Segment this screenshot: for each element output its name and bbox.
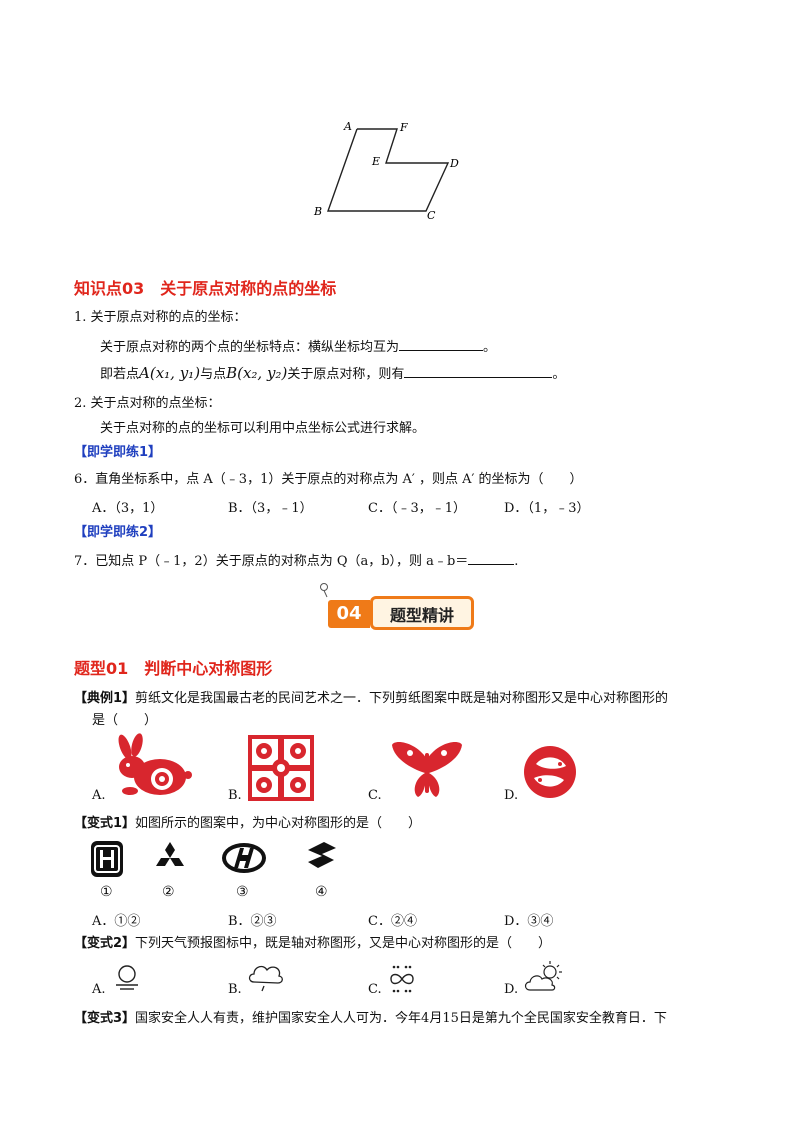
variant-3-tag: 【变式3】 xyxy=(74,1011,136,1026)
hexagon-figure: A F E D B C xyxy=(313,120,459,222)
ex1-option-c[interactable]: C. xyxy=(368,788,382,803)
item-2-line-1: 关于点对称的点的坐标可以利用中点坐标公式进行求解。 xyxy=(100,421,426,436)
variant-1-line: 【变式1】如图所示的图案中，为中心对称图形的是（ ） xyxy=(74,815,421,833)
q6-option-d[interactable]: D．（1，﹣3） xyxy=(504,501,590,516)
label-a: A xyxy=(343,120,352,133)
q6-option-b[interactable]: B．（3，﹣1） xyxy=(228,501,313,516)
flower-square-papercut-image[interactable] xyxy=(248,735,314,801)
variant-2-text: 下列天气预报图标中，既是轴对称图形，又是中心对称图形的是（ ） xyxy=(135,936,552,951)
v1-option-a[interactable]: A．①② xyxy=(92,914,141,929)
infinity-weather-icon[interactable] xyxy=(386,964,418,994)
banner-number: 04 xyxy=(328,600,370,628)
v1-mark-1: ① xyxy=(100,884,113,900)
variant-2-line: 【变式2】下列天气预报图标中，既是轴对称图形，又是中心对称图形的是（ ） xyxy=(74,935,551,953)
item-1-line-1-text: 关于原点对称的两个点的坐标特点：横纵坐标均互为 xyxy=(100,340,400,355)
example-1-line-2: 是（ ） xyxy=(92,713,158,728)
type-01-heading: 题型01 判断中心对称图形 xyxy=(74,659,273,678)
banner-title: 题型精讲 xyxy=(370,596,474,630)
example-1-text: 剪纸文化是我国最古老的民间艺术之一．下列剪纸图案中既是轴对称图形又是中心对称图形… xyxy=(135,691,669,706)
v1-option-c[interactable]: C．②④ xyxy=(368,914,417,929)
q6-option-a[interactable]: A．（3，1） xyxy=(92,501,164,516)
point-b-coords: B(x₂, y₂) xyxy=(226,364,288,382)
label-c: C xyxy=(427,209,436,222)
label-f: F xyxy=(399,121,408,134)
variant-1-tag: 【变式1】 xyxy=(74,816,136,831)
ex1-option-a[interactable]: A. xyxy=(92,788,106,803)
label-b: B xyxy=(313,205,322,218)
variant-3-text: 国家安全人人有责，维护国家安全人人可为．今年4月15日是第九个全民国家安全教育日… xyxy=(135,1011,667,1026)
item-1-line-2-end: 。 xyxy=(552,367,566,382)
item-1-title: 1. 关于原点对称的点的坐标： xyxy=(74,310,247,325)
v1-option-d[interactable]: D．③④ xyxy=(504,914,554,929)
practice-tag-2: 【即学即练2】 xyxy=(74,525,162,540)
question-6: 6．直角坐标系中，点 A（﹣3，1）关于原点的对称点为 A′ ，则点 A′ 的坐… xyxy=(74,472,583,487)
item-1-line-2: 即若点A(x₁, y₁)与点B(x₂, y₂)关于原点对称，则有 。 xyxy=(100,364,565,384)
v1-mark-2: ② xyxy=(162,884,175,900)
honda-logo-icon[interactable] xyxy=(90,840,124,878)
item-1-line-2-pre: 即若点 xyxy=(100,367,140,382)
rabbit-papercut-image[interactable] xyxy=(110,733,192,799)
question-7-end: . xyxy=(514,554,519,569)
suzuki-logo-icon[interactable] xyxy=(304,840,340,876)
item-1-line-2-post: 关于原点对称，则有 xyxy=(287,367,405,382)
mitsubishi-logo-icon[interactable] xyxy=(152,840,188,876)
answer-blank-2[interactable] xyxy=(404,365,553,378)
sun-cloud-weather-icon[interactable] xyxy=(524,960,564,994)
v2-option-d[interactable]: D. xyxy=(504,982,519,997)
item-1-line-1: 关于原点对称的两个点的坐标特点：横纵坐标均互为 。 xyxy=(100,338,496,357)
variant-3-line: 【变式3】国家安全人人有责，维护国家安全人人可为．今年4月15日是第九个全民国家… xyxy=(74,1010,667,1028)
hyundai-logo-icon[interactable] xyxy=(220,840,268,876)
q6-option-c[interactable]: C．（﹣3，﹣1） xyxy=(368,501,466,516)
v1-mark-4: ④ xyxy=(315,884,328,900)
v2-option-a[interactable]: A. xyxy=(92,982,106,997)
cloud-rain-weather-icon[interactable] xyxy=(246,960,286,992)
section-heading-03: 知识点03 关于原点对称的点的坐标 xyxy=(74,279,337,298)
variant-2-tag: 【变式2】 xyxy=(74,936,136,951)
answer-blank-1[interactable] xyxy=(399,338,484,351)
label-e: E xyxy=(371,155,380,168)
v2-option-b[interactable]: B. xyxy=(228,982,242,997)
v2-option-c[interactable]: C. xyxy=(368,982,382,997)
example-1-line-1: 【典例1】剪纸文化是我国最古老的民间艺术之一．下列剪纸图案中既是轴对称图形又是中… xyxy=(74,690,668,708)
question-7-text: 7．已知点 P（﹣1，2）关于原点的对称点为 Q（a，b），则 a﹣b＝ xyxy=(74,554,469,569)
label-d: D xyxy=(449,157,459,170)
fish-circle-papercut-image[interactable] xyxy=(522,744,578,800)
practice-tag-1: 【即学即练1】 xyxy=(74,445,162,460)
v1-mark-3: ③ xyxy=(236,884,249,900)
ex1-option-d[interactable]: D. xyxy=(504,788,519,803)
sun-horizon-weather-icon[interactable] xyxy=(112,962,142,992)
item-1-line-1-end: 。 xyxy=(483,340,497,355)
point-a-coords: A(x₁, y₁) xyxy=(139,364,201,382)
answer-blank-q7[interactable] xyxy=(468,552,515,565)
butterfly-papercut-image[interactable] xyxy=(390,739,464,801)
variant-1-text: 如图所示的图案中，为中心对称图形的是（ ） xyxy=(135,816,422,831)
ex1-option-b[interactable]: B. xyxy=(228,788,242,803)
v1-option-b[interactable]: B．②③ xyxy=(228,914,277,929)
item-1-line-2-mid: 与点 xyxy=(200,367,227,382)
example-1-tag: 【典例1】 xyxy=(74,691,136,706)
item-2-title: 2. 关于点对称的点坐标： xyxy=(74,396,221,411)
banner-pin-icon xyxy=(320,583,328,598)
question-7: 7．已知点 P（﹣1，2）关于原点的对称点为 Q（a，b），则 a﹣b＝. xyxy=(74,552,518,571)
